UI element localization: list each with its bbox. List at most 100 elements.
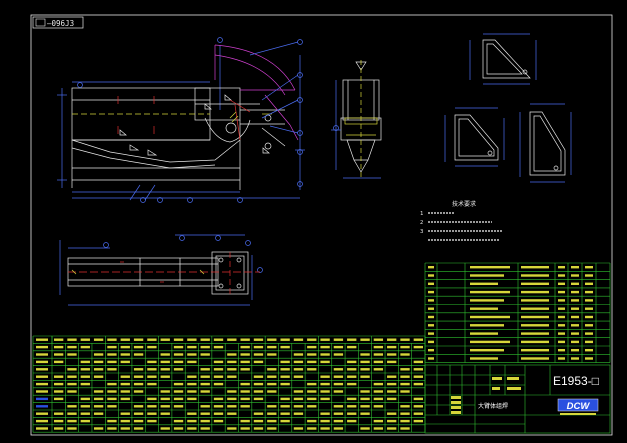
spec-table-cell <box>387 412 397 415</box>
spec-table-cell <box>347 405 357 408</box>
parts-list-cell <box>428 349 434 352</box>
parts-list-cell <box>558 274 565 277</box>
spec-table-cell <box>293 353 304 356</box>
spec-table-row-label <box>36 338 48 341</box>
spec-table-cell <box>253 412 264 415</box>
spec-table-cell <box>107 345 117 349</box>
spec-table-cell <box>240 360 250 364</box>
spec-table-cell <box>253 427 264 430</box>
spec-table-cell <box>93 397 104 401</box>
spec-table-cell <box>360 360 370 364</box>
front-view <box>57 37 305 203</box>
spec-table-cell <box>187 338 197 341</box>
spec-table-cell <box>400 375 410 378</box>
spec-table-cell <box>227 360 237 364</box>
spec-table-cell <box>54 353 64 356</box>
spec-table-cell <box>160 338 170 341</box>
spec-table-cell <box>347 345 357 349</box>
spec-table-cell <box>227 368 237 371</box>
spec-table-cell <box>67 427 77 430</box>
spec-table-cell <box>373 405 384 408</box>
spec-table-cell <box>120 353 130 356</box>
spec-table-cell <box>280 405 290 408</box>
spec-table-cell <box>200 368 210 371</box>
spec-table-cell <box>173 368 184 371</box>
spec-table-cell <box>93 360 104 364</box>
parts-list-cell <box>521 332 549 335</box>
parts-list-cell <box>571 315 579 319</box>
spec-table-cell <box>307 382 317 386</box>
spec-table-cell <box>413 382 423 386</box>
spec-table-cell <box>80 345 90 349</box>
parts-list-cell <box>470 357 498 360</box>
parts-list-cell <box>521 282 549 285</box>
spec-table-cell <box>400 405 410 408</box>
spec-table-cell <box>147 345 157 349</box>
parts-list-cell <box>571 357 579 360</box>
spec-table-cell <box>307 345 317 349</box>
spec-table-cell <box>253 345 264 349</box>
parts-list-cell <box>470 315 510 319</box>
spec-table-cell <box>267 419 277 423</box>
spec-table-cell <box>253 390 264 393</box>
spec-table-cell <box>54 375 64 378</box>
spec-table-cell <box>160 405 170 408</box>
spec-table-cell <box>267 368 277 371</box>
detail-views <box>444 33 572 183</box>
spec-table-cell <box>67 390 77 393</box>
spec-table-cell <box>333 427 344 430</box>
spec-table-cell <box>147 419 157 423</box>
spec-table-cell <box>200 353 210 356</box>
spec-table-cell <box>133 382 144 386</box>
parts-list-table <box>424 262 611 363</box>
parts-list-cell <box>470 282 498 285</box>
parts-list-cell <box>470 340 510 344</box>
part-name: 大臂体组焊 <box>478 402 508 410</box>
spec-table-cell <box>93 390 104 393</box>
parts-list-cell <box>571 349 579 352</box>
spec-table-cell <box>413 412 423 415</box>
spec-table-cell <box>213 375 224 378</box>
spec-table-cell <box>160 368 170 371</box>
spec-table-cell <box>280 397 290 401</box>
spec-table-cell <box>213 419 224 423</box>
spec-table-cell <box>187 390 197 393</box>
spec-table-cell <box>107 427 117 430</box>
spec-table-cell <box>253 375 264 378</box>
spec-table-cell <box>387 360 397 364</box>
parts-list-cell <box>470 332 498 335</box>
parts-list-cell <box>521 349 549 352</box>
parts-list-cell <box>571 307 579 310</box>
spec-table-cell <box>120 419 130 423</box>
spec-table-cell <box>320 338 330 341</box>
company-logo: DCW <box>557 398 599 415</box>
spec-table-cell <box>187 353 197 356</box>
parts-list-cell <box>428 357 434 360</box>
spec-table-cell <box>93 353 104 356</box>
spec-table-cell <box>347 338 357 341</box>
spec-table-cell <box>400 345 410 349</box>
spec-table-cell <box>373 345 384 349</box>
parts-list-cell <box>470 266 510 269</box>
spec-table-row-label <box>36 360 48 364</box>
spec-table-cell <box>120 390 130 393</box>
spec-table-cell <box>227 338 237 341</box>
spec-table-cell <box>387 375 397 378</box>
parts-list-cell <box>558 357 565 360</box>
spec-table-cell <box>333 412 344 415</box>
spec-table-cell <box>120 338 130 341</box>
spec-table <box>32 335 426 433</box>
spec-table-cell <box>160 360 170 364</box>
spec-table-cell <box>133 368 144 371</box>
spec-table-cell <box>400 427 410 430</box>
spec-table-cell <box>213 397 224 401</box>
spec-table-cell <box>133 405 144 408</box>
spec-table-cell <box>280 338 290 341</box>
parts-list-cell <box>521 307 549 310</box>
spec-table-cell <box>280 375 290 378</box>
spec-table-row-label <box>36 353 48 356</box>
spec-table-cell <box>120 412 130 415</box>
spec-table-cell <box>133 345 144 349</box>
spec-table-cell <box>54 419 64 423</box>
